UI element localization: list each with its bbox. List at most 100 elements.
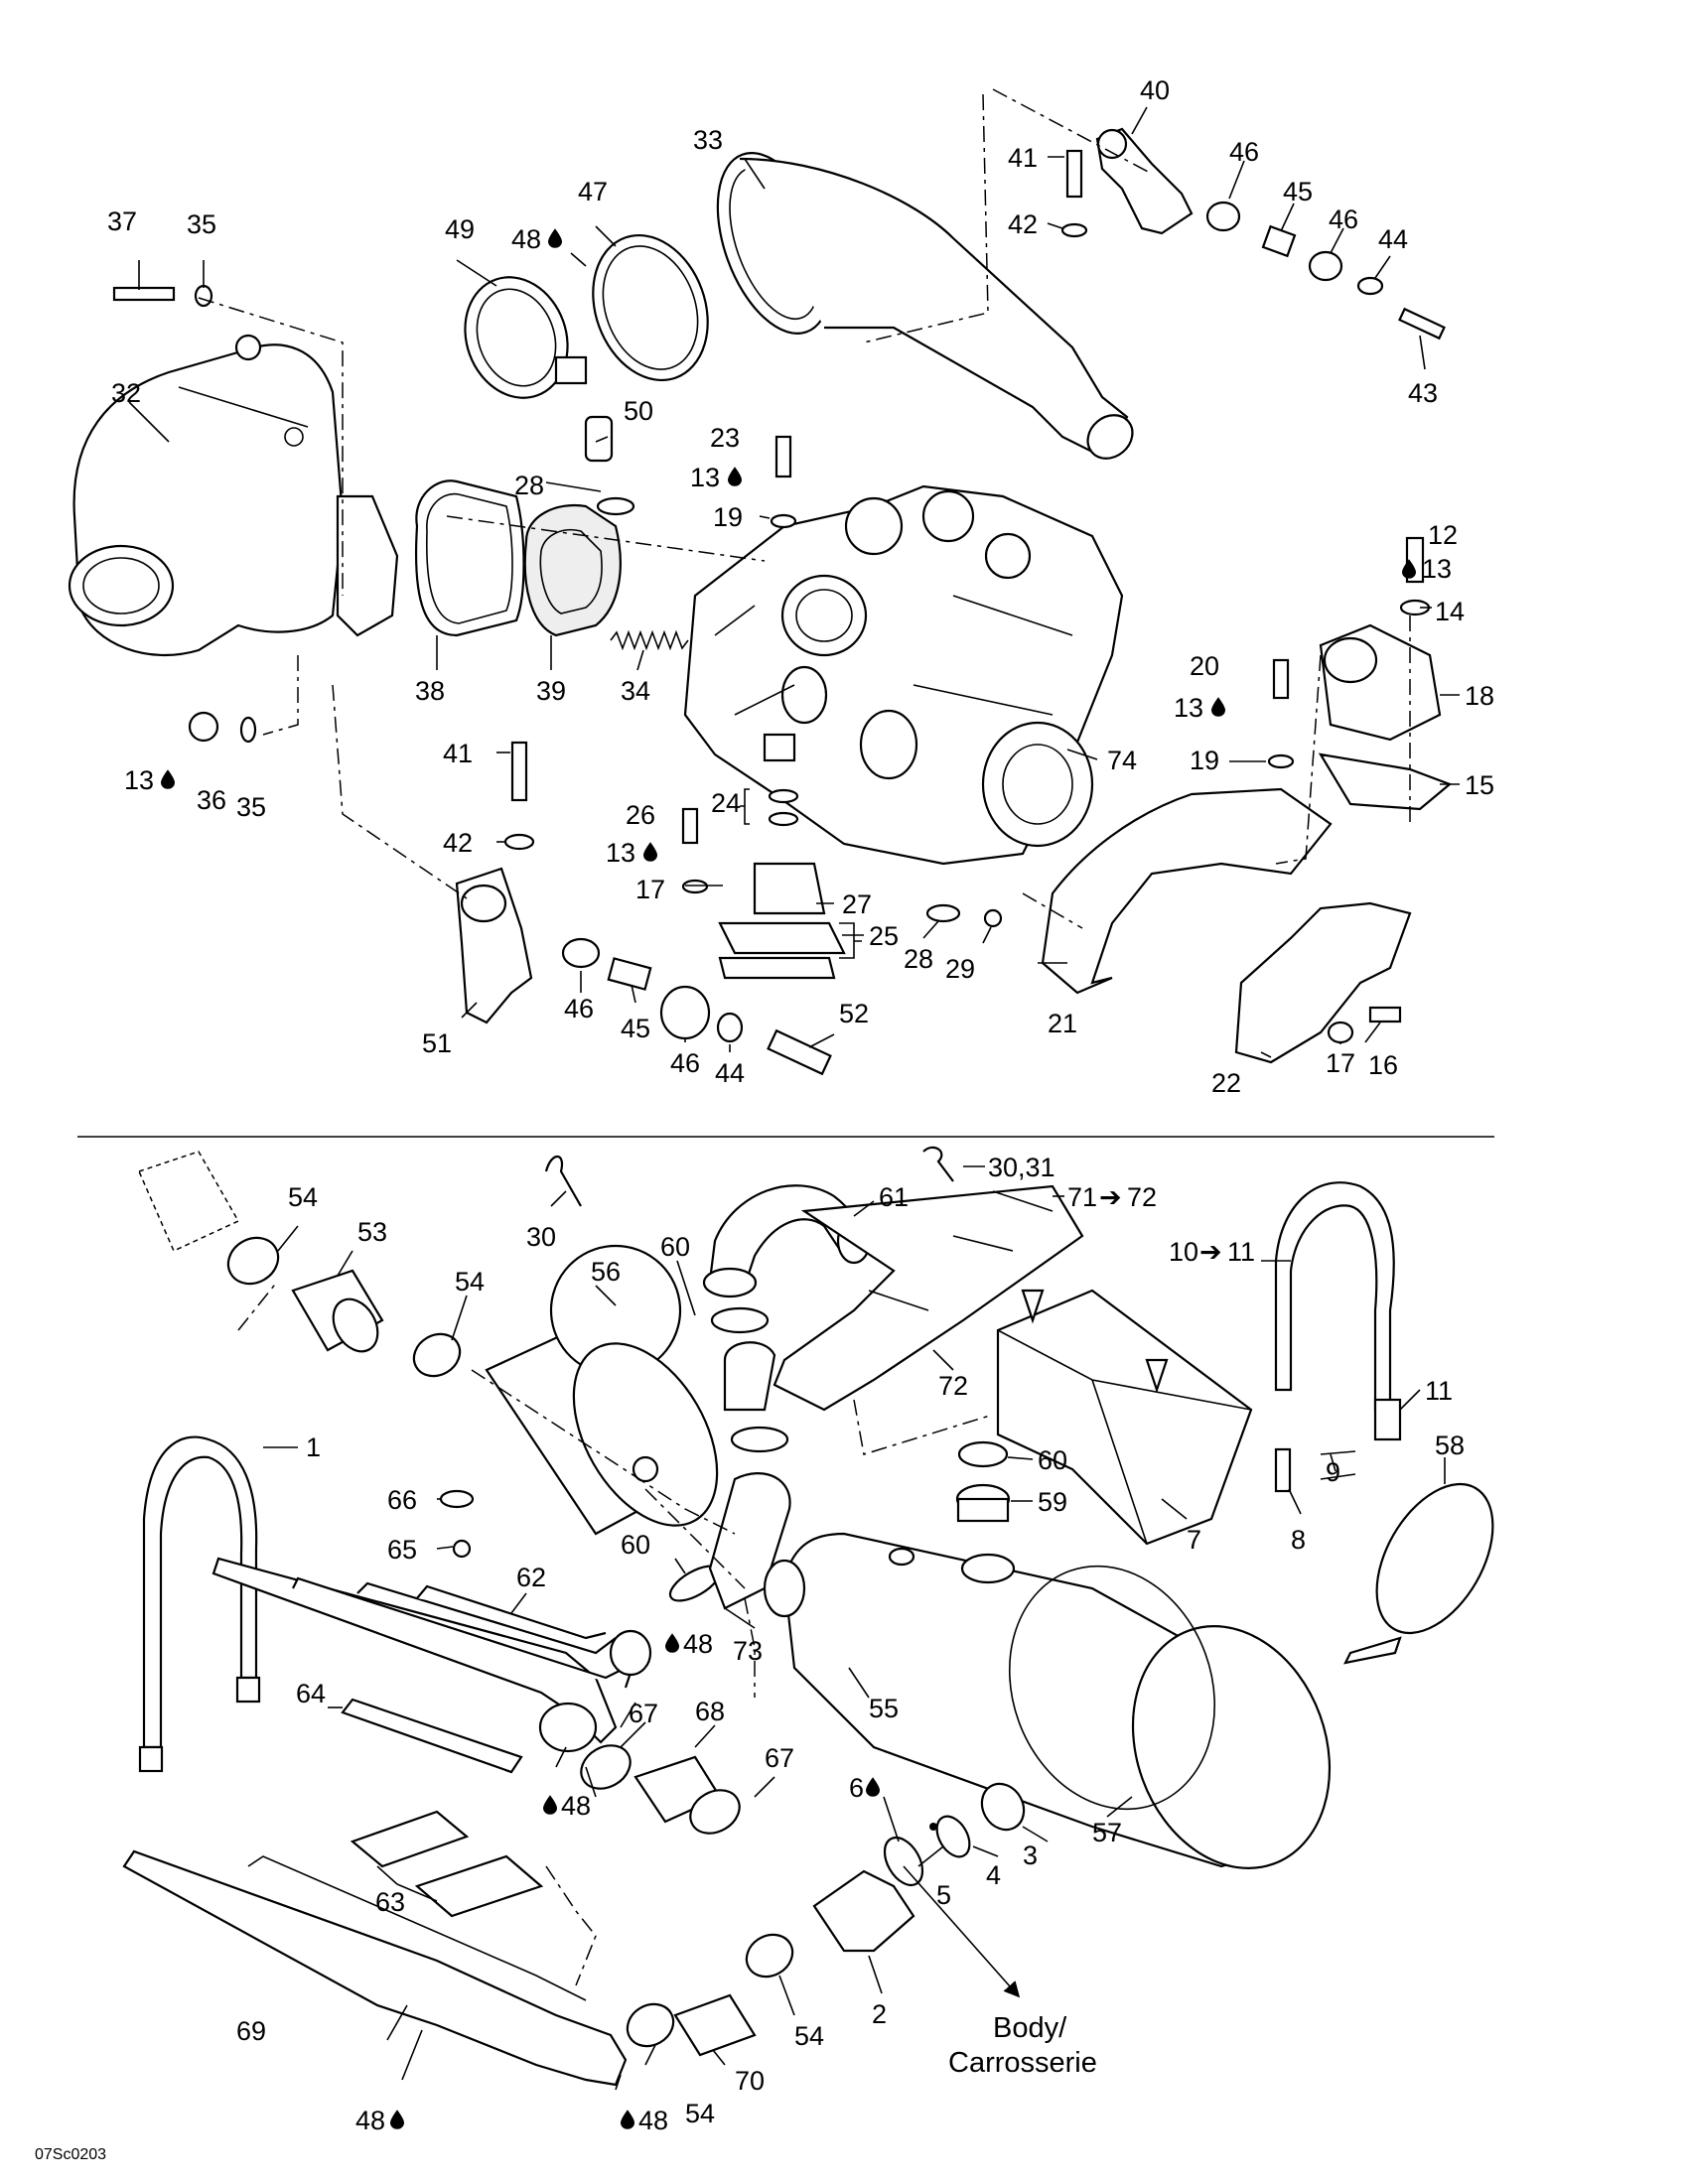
- right-arrow-icon: ➔: [1199, 1237, 1222, 1267]
- sleeve: [584, 415, 614, 463]
- callout-23: 23: [710, 423, 740, 453]
- leader-lines: [128, 106, 1460, 2091]
- callout-50: 50: [624, 396, 653, 426]
- callout-51: 51: [422, 1028, 452, 1058]
- bushing-set-top: [1205, 201, 1446, 341]
- callout-60-b: 60: [1038, 1445, 1067, 1475]
- callout-1: 1: [306, 1433, 321, 1462]
- washer: [1060, 222, 1088, 238]
- callout-60-a: 60: [660, 1232, 690, 1262]
- callout-10: 10: [1169, 1237, 1198, 1267]
- callout-14: 14: [1435, 597, 1465, 626]
- callout-38: 38: [415, 676, 445, 706]
- callout-54-c: 54: [794, 2021, 824, 2051]
- callout-6: 6: [849, 1773, 864, 1803]
- figure-code: 07Sc0203: [35, 2146, 106, 2163]
- callout-2: 2: [872, 1999, 887, 2029]
- callout-70: 70: [735, 2066, 765, 2096]
- buckle: [1274, 1447, 1292, 1493]
- liquid-drop-icon: [621, 2110, 634, 2129]
- strap: [1274, 1181, 1395, 1412]
- callout-66: 66: [387, 1485, 417, 1515]
- bolt: [112, 286, 176, 302]
- callout-67-b: 67: [765, 1743, 794, 1773]
- callout-65: 65: [387, 1535, 417, 1565]
- callout-3: 3: [1023, 1841, 1038, 1870]
- liquid-drop-icon: [1211, 697, 1225, 717]
- callout-13-e: 13: [606, 838, 635, 868]
- callout-11-a: 11: [1227, 1237, 1255, 1267]
- callout-42-b: 42: [443, 828, 473, 858]
- right-arrow-icon: ➔: [1099, 1182, 1122, 1212]
- liquid-drop-icon: [543, 1795, 557, 1815]
- liquid-drop-icon: [548, 228, 562, 248]
- callout-30-31: 30,31: [988, 1153, 1055, 1182]
- water-tubes-lower: [122, 1849, 628, 2087]
- callout-55: 55: [869, 1694, 899, 1723]
- callout-13-c: 13: [1174, 693, 1203, 723]
- callout-26: 26: [626, 800, 655, 830]
- callout-49: 49: [445, 214, 475, 244]
- resonator-cup: [485, 1244, 719, 1536]
- callout-62: 62: [516, 1563, 546, 1592]
- callout-8: 8: [1291, 1525, 1306, 1555]
- callout-35: 35: [187, 209, 216, 239]
- cable-tie: [544, 1155, 582, 1207]
- callout-25: 25: [869, 921, 899, 951]
- callout-54-d: 54: [685, 2099, 715, 2128]
- bolt: [1272, 658, 1290, 700]
- callout-61: 61: [879, 1182, 909, 1212]
- mount-bracket: [1095, 127, 1194, 235]
- body-label-line2: Carrosserie: [948, 2047, 1097, 2079]
- callout-71: 71: [1067, 1182, 1097, 1212]
- exhaust-manifold: [68, 334, 399, 657]
- muffler: [763, 1532, 1332, 1869]
- spring: [610, 629, 689, 651]
- callout-24: 24: [711, 788, 741, 818]
- callout-30: 30: [526, 1222, 556, 1252]
- callout-59: 59: [1038, 1487, 1067, 1517]
- clip: [596, 496, 635, 516]
- callout-57: 57: [1092, 1818, 1122, 1847]
- top-assembly-drawings: [68, 88, 1453, 1076]
- callout-5: 5: [936, 1880, 951, 1910]
- callout-29: 29: [945, 954, 975, 984]
- clip: [925, 903, 961, 923]
- gasket-ring: [592, 233, 709, 382]
- callout-60-c: 60: [621, 1530, 650, 1560]
- callout-22: 22: [1211, 1068, 1241, 1098]
- callout-17-b: 17: [1326, 1048, 1355, 1078]
- callout-67-a: 67: [629, 1699, 658, 1728]
- bushing-set-bottom: [561, 937, 832, 1076]
- engine-mount: [718, 788, 846, 980]
- box-cover: [996, 1289, 1253, 1546]
- callout-21: 21: [1048, 1009, 1077, 1038]
- callout-28-b: 28: [904, 944, 933, 974]
- bolt: [510, 741, 528, 802]
- callout-48-a: 48: [511, 224, 541, 254]
- hose-clamp: [730, 1426, 789, 1453]
- callout-13-b: 13: [1422, 554, 1452, 584]
- engine-block: [683, 484, 1124, 866]
- callout-7: 7: [1187, 1525, 1201, 1555]
- mount-block: [1319, 623, 1442, 742]
- callout-48-b: 48: [683, 1629, 713, 1659]
- callout-9: 9: [1326, 1457, 1340, 1487]
- outlet-fitting: [812, 1869, 915, 1953]
- callout-36: 36: [197, 785, 226, 815]
- hose-clamp: [226, 1236, 280, 1286]
- callout-47: 47: [578, 177, 608, 206]
- callout-45-b: 45: [621, 1014, 650, 1043]
- callout-27: 27: [842, 889, 872, 919]
- callout-68: 68: [695, 1697, 725, 1726]
- callout-48-c: 48: [561, 1791, 591, 1821]
- callout-44-b: 44: [715, 1058, 745, 1088]
- callout-37: 37: [107, 206, 137, 236]
- liquid-drop-icon: [866, 1777, 880, 1797]
- callout-33: 33: [693, 125, 723, 155]
- callout-63: 63: [375, 1887, 405, 1917]
- foam-pad: [414, 1854, 544, 1918]
- callout-4: 4: [986, 1860, 1001, 1890]
- callout-labels: 37 35 32 49 48 47 33 40 41 42 46 45 46 4…: [35, 75, 1494, 2163]
